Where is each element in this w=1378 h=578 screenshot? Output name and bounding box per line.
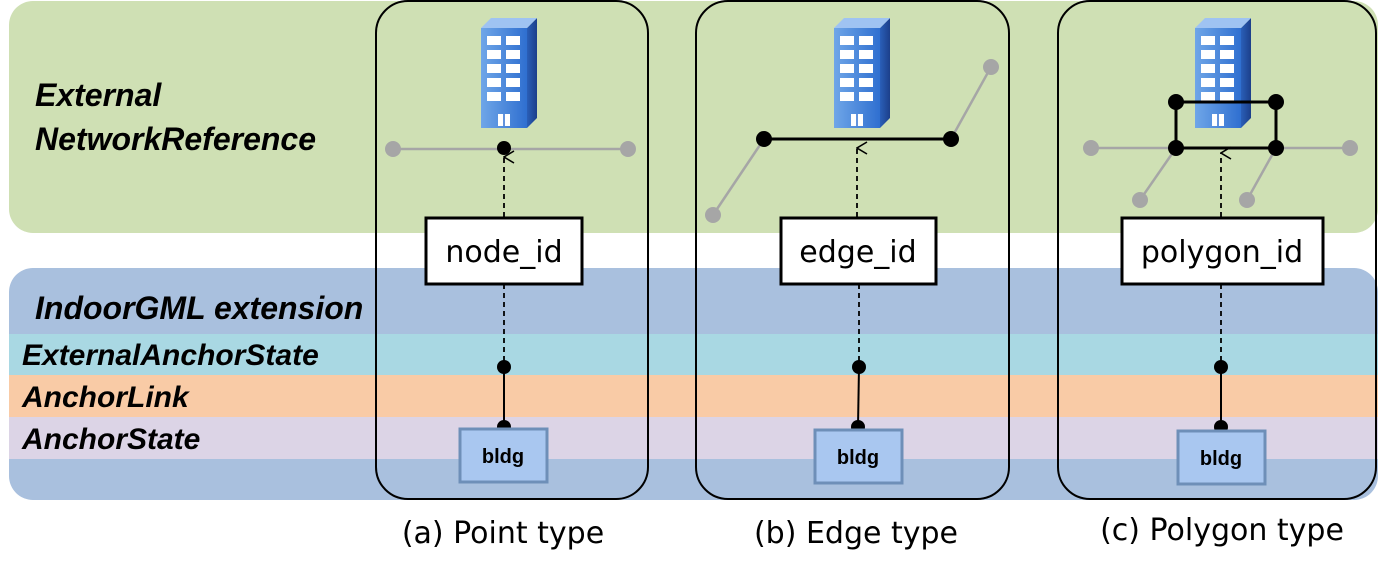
building-icon	[1194, 17, 1252, 129]
network-node	[620, 141, 636, 157]
network-line	[949, 66, 993, 140]
network-node	[1132, 192, 1148, 208]
id-box	[779, 216, 938, 286]
id-label: polygon_id	[1141, 235, 1303, 270]
bldg-box	[1176, 429, 1267, 486]
external-anchor-state-node	[497, 360, 511, 374]
network-line	[1245, 147, 1278, 201]
layer-label-external: External	[35, 77, 162, 113]
panel-polygon-type: polygon_id bldg (c) Polygon type	[1057, 0, 1377, 548]
network-node	[385, 141, 401, 157]
panel-frame	[695, 0, 1010, 500]
layer-label-anchor-state: AnchorState	[21, 423, 200, 456]
layer-label-indoorgml: IndoorGML extension	[35, 290, 363, 326]
anchor-state-band	[9, 417, 1378, 459]
edge-endpoint	[756, 131, 772, 147]
building-icon	[480, 17, 538, 129]
network-node	[1239, 192, 1255, 208]
id-label: node_id	[445, 235, 562, 270]
panel-frame	[1057, 0, 1377, 500]
network-line	[711, 138, 766, 216]
polygon-vertex	[1168, 140, 1184, 156]
panel-point-type: node_id bldg (a) Point type	[375, 0, 649, 551]
id-label: edge_id	[799, 235, 916, 270]
bldg-label: bldg	[1200, 448, 1242, 470]
network-node	[1342, 140, 1358, 156]
layer-label-anchor-link: AnchorLink	[21, 381, 190, 414]
anchor-node	[497, 141, 511, 155]
building-icon	[833, 17, 891, 129]
polygon-vertex	[1268, 94, 1284, 110]
panel-frame	[375, 0, 649, 500]
external-anchor-state-band	[9, 334, 1378, 375]
bldg-label: bldg	[837, 447, 879, 469]
layer-label-external-anchor-state: ExternalAnchorState	[22, 339, 319, 372]
network-node	[705, 207, 721, 223]
external-anchor-state-node	[852, 360, 866, 374]
panel-caption: (a) Point type	[402, 516, 604, 551]
id-box	[1120, 216, 1325, 286]
layer-label-network-reference: NetworkReference	[35, 121, 316, 157]
external-network-band	[9, 1, 1378, 233]
polygon-vertex	[1168, 94, 1184, 110]
bldg-box	[813, 428, 904, 485]
network-node	[1083, 140, 1099, 156]
panel-caption: (c) Polygon type	[1100, 513, 1344, 548]
bldg-box	[458, 427, 549, 484]
edge-endpoint	[943, 131, 959, 147]
network-line	[1138, 147, 1178, 201]
panel-caption: (b) Edge type	[754, 516, 958, 551]
polygon-vertex	[1268, 140, 1284, 156]
id-box	[424, 216, 584, 286]
anchor-link-band	[9, 375, 1378, 417]
panel-edge-type: edge_id bldg (b) Edge type	[695, 0, 1010, 551]
bldg-label: bldg	[482, 446, 524, 468]
anchor-link-line	[857, 366, 860, 428]
network-node	[983, 59, 999, 75]
external-anchor-state-node	[1214, 360, 1228, 374]
